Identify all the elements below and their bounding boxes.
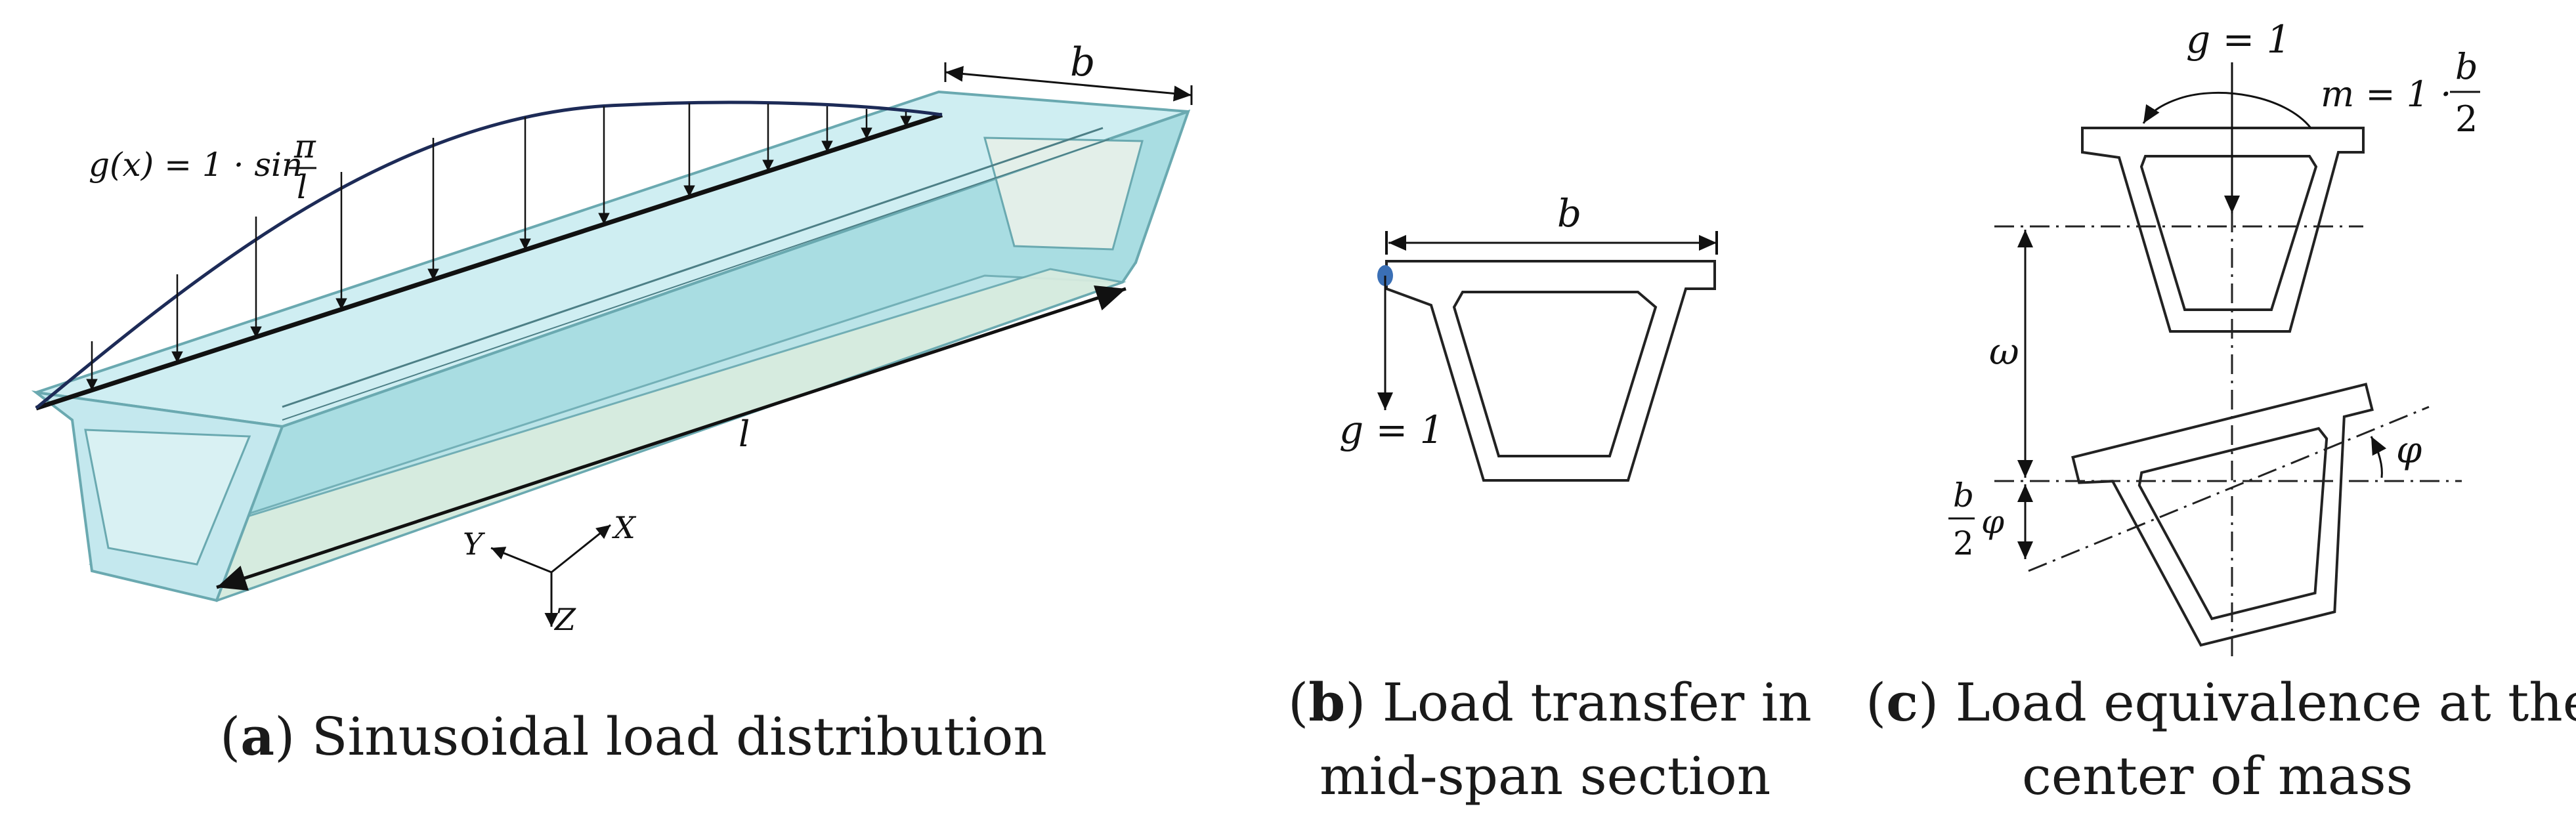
cross-section-cell	[1452, 291, 1658, 457]
caption-a-text: Sinusoidal load distribution	[312, 706, 1047, 767]
caption-c-tag: c	[1886, 671, 1918, 733]
axis-z-label: Z	[553, 602, 576, 637]
moment-arc	[2142, 92, 2312, 129]
caption-a: (a) Sinusoidal load distribution	[220, 705, 1047, 767]
caption-c-text1: Load equivalence at the	[1956, 672, 2576, 733]
width-dimension: b	[944, 39, 1193, 105]
phi-angle-arc	[2370, 436, 2387, 478]
axis-x-arrow	[551, 524, 611, 574]
caption-b-line2: mid-span section	[1320, 746, 1771, 807]
load-equation: g(x) = 1 · sin π l	[89, 127, 316, 206]
b-load-label: g = 1	[1339, 408, 1444, 452]
axis-y-arrow	[490, 547, 552, 574]
equation-frac-num: π	[293, 127, 316, 165]
girder-end-cell	[84, 429, 251, 566]
omega-label: ω	[1989, 331, 2019, 373]
caption-c-line1: (c) Load equivalence at the	[1866, 671, 2576, 733]
moment-label: m = 1 · b 2	[2321, 46, 2480, 140]
offset-frac-den: 2	[1953, 524, 1974, 562]
upper-section-cell	[2139, 155, 2318, 311]
load-arrows	[86, 103, 912, 390]
panel-a: g(x) = 1 · sin π l b l X Y Z (a) Sinusoi…	[31, 39, 1193, 767]
equation-frac-den: l	[297, 168, 307, 206]
width-label-b: b	[1070, 39, 1095, 85]
length-label-l: l	[739, 413, 750, 455]
offset-label: b 2 φ	[1948, 476, 2004, 562]
panel-b: b g = 1 (b) Load transfer in mid-span se…	[1288, 191, 1812, 807]
length-dimension: l	[216, 285, 1127, 591]
panel-c: g = 1 m = 1 · b 2 ω b 2 φ φ (c) Load equ…	[1866, 17, 2576, 807]
moment-frac-num: b	[2455, 46, 2478, 87]
rotated-axis-line	[2028, 406, 2430, 572]
reference-lines	[1994, 177, 2462, 656]
load-baseline	[35, 112, 943, 411]
moment-lhs: m = 1 ·	[2321, 74, 2451, 115]
moment-frac-den: 2	[2455, 98, 2478, 140]
offset-frac-num: b	[1953, 476, 1974, 514]
caption-c-line2: center of mass	[2022, 746, 2413, 807]
equation-lhs: g(x) = 1 · sin	[89, 146, 303, 184]
length-dim-line	[216, 285, 1127, 591]
axis-x-label: X	[612, 510, 637, 545]
c-load-label: g = 1	[2186, 17, 2291, 62]
offset-phi: φ	[1981, 503, 2004, 541]
b-width-label: b	[1557, 191, 1581, 236]
lower-section	[2071, 383, 2374, 647]
girder-far-cell	[983, 136, 1144, 251]
width-dim-line	[945, 66, 1192, 102]
sine-load-curve	[35, 100, 943, 410]
caption-b-tag: b	[1308, 671, 1345, 733]
phi-label: φ	[2396, 429, 2422, 472]
caption-b-line1: (b) Load transfer in	[1288, 671, 1812, 733]
coordinate-axes	[490, 524, 611, 627]
caption-b-text1: Load transfer in	[1383, 672, 1812, 733]
axis-y-label: Y	[463, 526, 486, 562]
caption-a-tag: a	[240, 705, 274, 767]
